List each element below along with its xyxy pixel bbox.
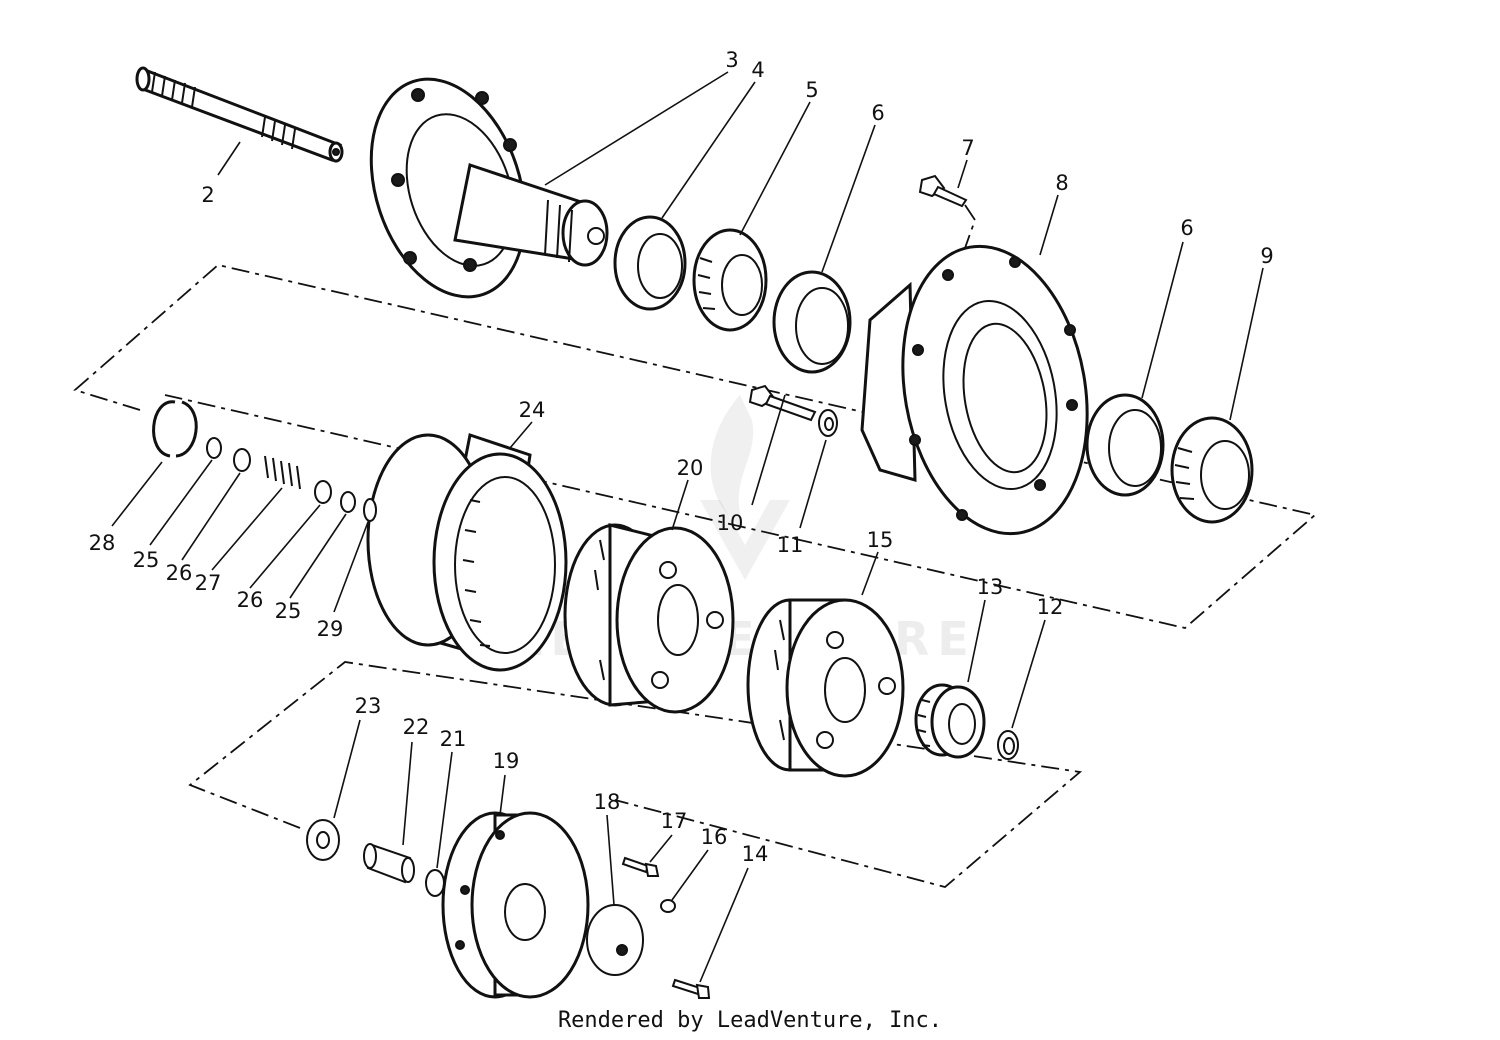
callout-4: 4 xyxy=(751,58,764,82)
callouts: 2 3 4 5 6 7 8 6 9 24 20 10 11 15 13 12 2… xyxy=(89,48,1274,866)
washer-11-part xyxy=(818,409,838,437)
callout-20: 20 xyxy=(677,456,704,480)
callout-2: 2 xyxy=(201,183,214,207)
callout-10: 10 xyxy=(717,511,744,535)
lock-washer-part xyxy=(306,819,340,861)
planet-carrier-20-part xyxy=(563,523,735,714)
snap-ring-28-part xyxy=(152,400,198,458)
seal-part xyxy=(613,215,687,311)
lower-assembly-line xyxy=(188,661,1083,888)
leader-lines xyxy=(111,71,1264,983)
callout-13: 13 xyxy=(977,575,1004,599)
callout-7: 7 xyxy=(961,136,974,160)
callout-17: 17 xyxy=(661,809,688,833)
bolt-7-alignment xyxy=(964,204,976,249)
callout-6: 6 xyxy=(871,101,884,125)
wheel-hub-part xyxy=(860,244,1089,536)
washer-25a-part xyxy=(206,437,222,459)
callout-16: 16 xyxy=(701,825,728,849)
callout-28: 28 xyxy=(89,531,116,555)
callout-12: 12 xyxy=(1037,595,1064,619)
screw-17-part xyxy=(621,856,660,877)
credit-text: Rendered by LeadVenture, Inc. xyxy=(558,1008,942,1033)
washer-26b-part xyxy=(314,480,332,504)
callout-21: 21 xyxy=(440,727,467,751)
callout-26: 26 xyxy=(166,561,193,585)
spindle-flange-part xyxy=(369,77,609,299)
retaining-ring-29-part xyxy=(363,498,377,522)
washer-26a-part xyxy=(233,448,251,472)
plug-part xyxy=(660,899,676,913)
callout-23: 23 xyxy=(355,694,382,718)
bearing-cup-outer-part xyxy=(1085,393,1165,497)
screw-14-part xyxy=(671,978,711,999)
ring-gear-part xyxy=(366,433,568,672)
o-ring-part xyxy=(425,869,445,897)
callout-25: 25 xyxy=(275,599,302,623)
bearing-cone-part xyxy=(692,228,768,332)
thrust-plate-part xyxy=(586,904,644,976)
callout-6: 6 xyxy=(1180,216,1193,240)
callout-15: 15 xyxy=(867,528,894,552)
callout-24: 24 xyxy=(519,398,546,422)
callout-8: 8 xyxy=(1055,171,1068,195)
bearing-cup-part xyxy=(772,270,852,374)
callout-22: 22 xyxy=(403,715,430,739)
planet-carrier-15-part xyxy=(746,598,905,778)
callout-19: 19 xyxy=(493,749,520,773)
callout-9: 9 xyxy=(1260,244,1273,268)
callout-18: 18 xyxy=(594,790,621,814)
callout-5: 5 xyxy=(805,78,818,102)
cover-part xyxy=(441,811,590,999)
pin-part xyxy=(363,843,415,884)
callout-14: 14 xyxy=(742,842,769,866)
callout-3: 3 xyxy=(725,48,738,72)
bolt-7-part xyxy=(918,174,968,208)
axle-shaft-part xyxy=(135,66,344,163)
sun-gear-part xyxy=(914,683,986,759)
bolt-10-part xyxy=(748,384,817,422)
washer-12-part xyxy=(997,730,1019,760)
callout-26: 26 xyxy=(237,588,264,612)
bearing-cone-outer-part xyxy=(1170,416,1254,524)
callout-29: 29 xyxy=(317,617,344,641)
washer-25b-part xyxy=(340,491,356,513)
spring-27-part xyxy=(264,455,301,490)
callout-25: 25 xyxy=(133,548,160,572)
callout-27: 27 xyxy=(195,571,222,595)
callout-11: 11 xyxy=(777,533,804,557)
